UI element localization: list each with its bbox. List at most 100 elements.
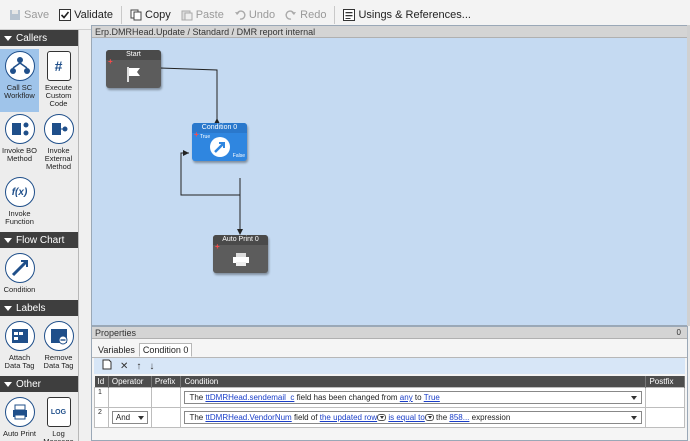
delete-icon[interactable]: ✕ [120,360,129,372]
code-icon: # [46,51,71,81]
condition-node[interactable]: Condition 0 + True False [192,123,247,161]
to-value-link[interactable]: True [423,393,440,402]
usings-label: Usings & References... [358,8,471,21]
usings-references-button[interactable]: Usings & References... [338,5,476,25]
designer-canvas[interactable]: Start + Condition 0 + True False Auto Pr… [92,38,687,325]
column-header: Condition [180,376,647,388]
chevron-down-icon[interactable] [424,414,434,422]
section-title: Callers [16,32,48,44]
pin-icon[interactable]: 0 [676,328,681,337]
external-method-icon [43,114,74,144]
column-header: Id [94,376,109,388]
toolbar-divider [334,5,336,24]
column-header: Postfix [645,376,685,388]
from-value-link[interactable]: any [399,393,413,402]
other-section: Other Auto Print LOG LogMessage [0,376,78,441]
validate-button[interactable]: Validate [54,5,118,25]
condition-icon [209,137,230,157]
move-down-icon[interactable]: ↓ [149,360,155,372]
new-row-icon[interactable] [102,359,112,373]
table-row[interactable]: 1 The ttDMRHead.sendemail_c field has be… [94,387,685,408]
operator-cell[interactable] [107,387,152,408]
flowchart-section: Flow Chart Condition [0,232,78,300]
chevron-down-icon[interactable] [631,395,638,400]
auto-print-node[interactable]: Auto Print 0 + [213,235,268,273]
chevron-down-icon [137,415,144,420]
table-row[interactable]: 2 And The ttDMRHead.VendorNum field of t… [94,407,685,428]
tool-log-message[interactable]: LOG LogMessage [39,395,78,441]
prefix-cell[interactable] [150,407,182,428]
save-icon [9,9,21,21]
condition-icon [4,253,35,283]
paste-button[interactable]: Paste [176,5,229,25]
tool-auto-print[interactable]: Auto Print [0,395,39,441]
save-button[interactable]: Save [4,5,54,25]
add-icon: + [108,57,113,66]
flowchart-section-header[interactable]: Flow Chart [0,232,78,248]
tab-variables[interactable]: Variables [98,345,135,355]
workflow-icon [4,51,35,81]
operator-select[interactable]: And [111,411,148,424]
paste-label: Paste [195,8,224,21]
column-header: Prefix [151,376,182,388]
row-id: 1 [94,387,109,408]
true-branch-label: True [200,134,211,140]
toolbar-divider [121,5,123,24]
canvas-scrollbar[interactable] [687,25,690,326]
expression-link[interactable]: 858... [449,413,470,422]
chevron-down-icon[interactable] [631,415,638,420]
move-up-icon[interactable]: ↑ [136,360,142,372]
copy-button[interactable]: Copy [125,5,176,25]
column-header: Operator [108,376,152,388]
comparison-link[interactable]: is equal to [388,413,425,422]
flag-icon [126,67,140,82]
prefix-cell[interactable] [150,387,182,408]
printer-icon [4,397,35,427]
add-icon: + [215,242,220,251]
chevron-down-icon [4,237,12,243]
row-link[interactable]: the updated row [319,413,378,422]
section-title: Other [16,378,42,390]
designer-canvas-panel: Erp.DMRHead.Update / Standard / DMR repo… [91,25,688,326]
chevron-down-icon[interactable] [377,414,387,422]
paste-icon [181,9,193,21]
tab-condition-0[interactable]: Condition 0 [138,343,193,357]
condition-cell[interactable]: The ttDMRHead.VendorNum field of the upd… [180,407,647,428]
operator-cell[interactable]: And [107,407,152,428]
false-branch-label: False [232,153,245,159]
tool-label: LogMessage [43,429,73,441]
tool-label: Condition [3,285,36,294]
validate-label: Validate [74,8,114,21]
postfix-cell[interactable] [645,407,685,428]
start-node[interactable]: Start + [106,50,161,88]
postfix-cell[interactable] [645,387,685,408]
labels-section-header[interactable]: Labels [0,300,78,316]
callers-section-header[interactable]: Callers [0,30,78,46]
tool-condition[interactable]: Condition [0,251,39,298]
section-title: Labels [16,302,46,314]
field-link[interactable]: ttDMRHead.VendorNum [205,413,292,422]
condition-dropdown[interactable]: The ttDMRHead.sendemail_c field has been… [184,391,643,404]
undo-button[interactable]: Undo [229,5,280,25]
properties-tabs: Variables Condition 0 [92,339,687,358]
field-link[interactable]: ttDMRHead.sendemail_c [205,393,295,402]
undo-icon [234,9,246,21]
redo-button[interactable]: Redo [280,5,331,25]
condition-cell[interactable]: The ttDMRHead.sendemail_c field has been… [180,387,647,408]
other-section-header[interactable]: Other [0,376,78,392]
condition-dropdown[interactable]: The ttDMRHead.VendorNum field of the upd… [184,411,643,424]
copy-label: Copy [145,8,171,21]
chevron-down-icon [4,381,12,387]
